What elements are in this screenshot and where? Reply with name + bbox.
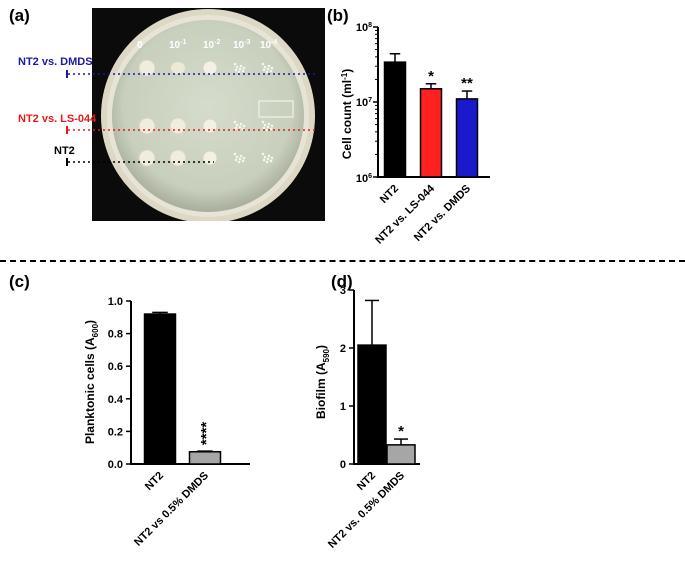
colony-spot	[270, 156, 274, 160]
colony-spot	[241, 159, 245, 163]
b-ytick-label-1: 107	[356, 97, 372, 109]
chart-c-ytick-label: 0.2	[108, 426, 123, 438]
dilution-label-3: 10-3	[233, 39, 250, 51]
chart-d-ytick-label: 2	[340, 343, 346, 355]
colony-spot	[234, 126, 238, 130]
agar-surface	[112, 20, 304, 212]
colony-spot	[263, 155, 267, 159]
colony-spot	[265, 128, 269, 132]
colony-spot	[263, 65, 267, 69]
colony-spot	[266, 125, 270, 129]
colony-spot	[242, 66, 246, 70]
dilution-label-1: 10-1	[169, 39, 186, 51]
d-y-axis-label: Biofilm (A590)	[314, 345, 331, 419]
row-marker-ls044	[66, 126, 68, 134]
colony-spot	[270, 124, 274, 128]
colony-spot	[202, 60, 218, 76]
colony-spot	[238, 67, 242, 71]
colony-spot	[239, 154, 243, 158]
colony-spot	[267, 64, 271, 68]
chart-b-significance: **	[461, 75, 473, 92]
chart-d-xtick-label: NT2	[355, 470, 378, 493]
agar-plate-graphic: 0 10-1 10-2 10-3 10-4	[101, 9, 315, 221]
colony-spot	[235, 155, 239, 159]
chart-c-bar	[143, 313, 177, 465]
colony-spot	[234, 158, 238, 162]
colony-spot	[235, 123, 239, 127]
c-y-axis-label: Planktonic cells (A600)	[83, 320, 100, 444]
colony-spot	[239, 64, 243, 68]
colony-spot	[266, 157, 270, 161]
colony-spot	[242, 156, 246, 160]
colony-spot	[269, 159, 273, 163]
panel-label-b: (b)	[327, 6, 349, 25]
colony-spot	[269, 127, 273, 131]
chart-c-ytick-label: 0.8	[108, 329, 123, 341]
chart-d-ytick-label: 3	[340, 285, 346, 297]
colony-spot	[237, 160, 241, 164]
row-guide-lines	[68, 73, 316, 163]
chart-c-ytick-label: 0.6	[108, 361, 123, 373]
colony-spot	[265, 160, 269, 164]
chart-d-bar	[386, 444, 416, 465]
colony-spot	[262, 68, 266, 72]
chart-d-ytick-label: 1	[340, 401, 346, 413]
colony-spot	[234, 68, 238, 72]
b-ytick-label-2: 108	[356, 22, 372, 34]
dilution-label-4: 10-4	[260, 39, 277, 51]
row-label-ls044: NT2 vs. LS-044	[18, 113, 97, 125]
panel-label-a: (a)	[9, 6, 30, 25]
chart-d-bar	[357, 344, 387, 465]
panel-label-c: (c)	[9, 272, 30, 291]
panel-label-d: (d)	[331, 272, 353, 291]
colony-spot	[235, 65, 239, 69]
colony-spot	[265, 70, 269, 74]
colony-spot	[263, 123, 267, 127]
colony-spot	[262, 126, 266, 130]
colony-spot	[242, 124, 246, 128]
dilution-label-0: 0	[137, 40, 143, 51]
row-marker-nt2	[66, 158, 68, 166]
chart-b-significance: *	[428, 68, 434, 85]
colony-spot	[171, 62, 185, 74]
agar-plate-photo: 0 10-1 10-2 10-3 10-4	[92, 8, 325, 221]
b-ytick-label-0: 106	[356, 173, 372, 185]
colony-spot	[269, 69, 273, 73]
colony-spot	[233, 62, 237, 66]
plate-label-sticker	[258, 100, 294, 118]
row-label-nt2: NT2	[54, 145, 75, 157]
colony-spot	[241, 69, 245, 73]
colony-spot	[267, 154, 271, 158]
colony-spot	[262, 158, 266, 162]
colony-spot	[270, 66, 274, 70]
b-y-axis-label: Cell count (ml-1)	[340, 69, 354, 159]
chart-c-ytick-label: 1.0	[108, 296, 123, 308]
chart-d-ytick-label: 0	[340, 459, 346, 471]
chart-c-significance: ****	[198, 422, 215, 446]
section-divider	[0, 260, 685, 262]
row-marker-dmds	[66, 70, 68, 78]
row-label-dmds: NT2 vs. DMDS	[18, 56, 93, 68]
chart-c-ytick-label: 0.0	[108, 459, 123, 471]
colony-spot	[238, 157, 242, 161]
colony-spot	[238, 125, 242, 129]
colony-spot	[233, 120, 237, 124]
dilution-label-2: 10-2	[203, 39, 220, 51]
colony-spot	[261, 62, 265, 66]
colony-spot	[138, 59, 156, 77]
colony-spot	[239, 122, 243, 126]
colony-spot	[267, 122, 271, 126]
colony-spot	[233, 152, 237, 156]
chart-c-ytick-label: 0.4	[108, 394, 124, 406]
colony-spot	[266, 67, 270, 71]
colony-spot	[237, 70, 241, 74]
chart-d-significance: *	[398, 423, 404, 440]
colony-spot	[261, 120, 265, 124]
colony-spot	[261, 152, 265, 156]
